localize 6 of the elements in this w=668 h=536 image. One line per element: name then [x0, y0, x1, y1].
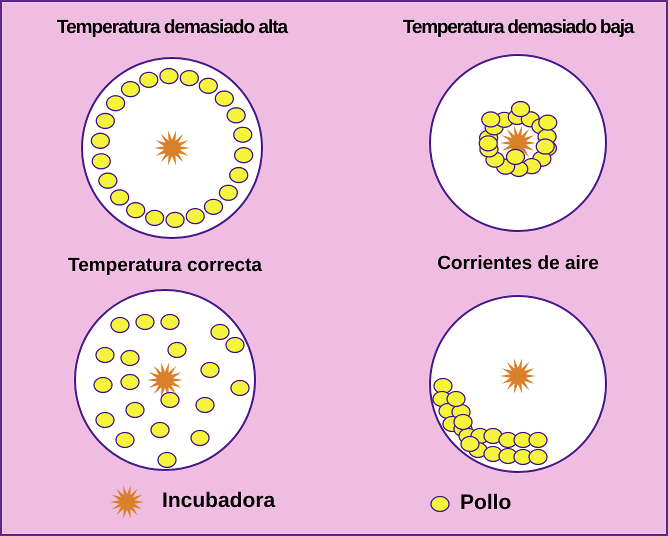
panel-heading: Temperatura demasiado alta [56, 17, 289, 39]
legend-label: Incubadora [162, 489, 276, 513]
panel-heading: Temperatura demasiado baja [402, 17, 635, 39]
panel-heading: Temperatura correcta [67, 255, 263, 277]
panel-heading: Corrientes de aire [436, 253, 600, 275]
legend-label: Pollo [460, 491, 512, 515]
